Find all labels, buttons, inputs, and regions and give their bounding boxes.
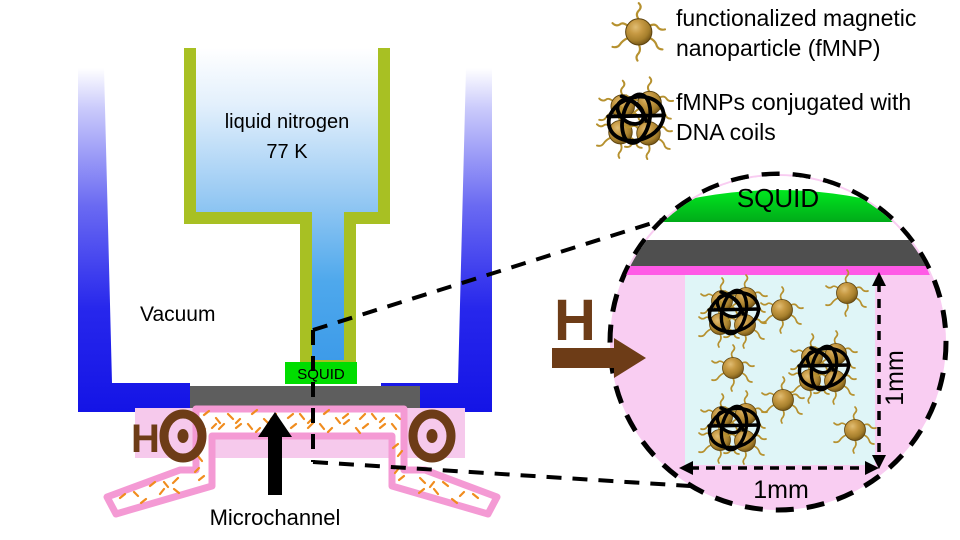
field-into-page-right-icon <box>408 409 456 463</box>
legend-single-line2: nanoparticle (fMNP) <box>676 35 881 61</box>
inset-field-H: H <box>554 288 596 353</box>
inset-width-label: 1mm <box>753 476 809 504</box>
nitrogen-label-line1: liquid nitrogen <box>225 111 350 133</box>
field-symbol-H-left: H <box>131 417 160 461</box>
legend-cluster-line2: DNA coils <box>676 119 776 145</box>
inset-field-indicator: H <box>552 288 646 378</box>
base-plate <box>190 386 420 408</box>
vacuum-walls <box>78 68 492 412</box>
legend: functionalized magnetic nanoparticle (fM… <box>597 2 916 159</box>
legend-single-line1: functionalized magnetic <box>676 5 916 31</box>
vacuum-wall-right <box>381 68 492 412</box>
inset-dimensions <box>690 283 881 470</box>
vacuum-label: Vacuum <box>140 303 215 326</box>
inset-magenta-strip <box>612 266 944 275</box>
inset-height-label: 1mm <box>881 350 909 406</box>
microchannel-arrow-icon <box>258 412 292 495</box>
leader-upper <box>312 216 669 332</box>
legend-item-cluster: fMNPs conjugated with DNA coils <box>597 77 911 159</box>
legend-cluster-line1: fMNPs conjugated with <box>676 89 911 115</box>
nitrogen-label-line2: 77 K <box>266 141 308 163</box>
microchannel-pointer <box>258 412 292 495</box>
squid-label: SQUID <box>297 366 345 383</box>
field-indicator-right <box>408 409 456 463</box>
field-dot-right <box>426 429 438 443</box>
inset-gray-slab <box>612 240 944 266</box>
field-indicator-left: H <box>131 409 207 463</box>
microchannel-label: Microchannel <box>210 505 341 530</box>
inset-dimension-arrowheads <box>679 272 886 475</box>
legend-item-single: functionalized magnetic nanoparticle (fM… <box>611 2 916 62</box>
field-into-page-left-icon <box>159 409 207 463</box>
squid-chip-main: SQUID <box>285 362 357 384</box>
magnifier-leader-lines <box>311 216 691 488</box>
leader-lower <box>312 460 691 488</box>
nitrogen-vessel <box>184 48 390 372</box>
nitrogen-fill <box>196 48 378 360</box>
inset-field-arrow-icon <box>552 338 646 378</box>
squid-box <box>285 362 357 384</box>
inset-squid-label: SQUID <box>737 183 819 213</box>
vacuum-wall-left <box>78 68 190 412</box>
